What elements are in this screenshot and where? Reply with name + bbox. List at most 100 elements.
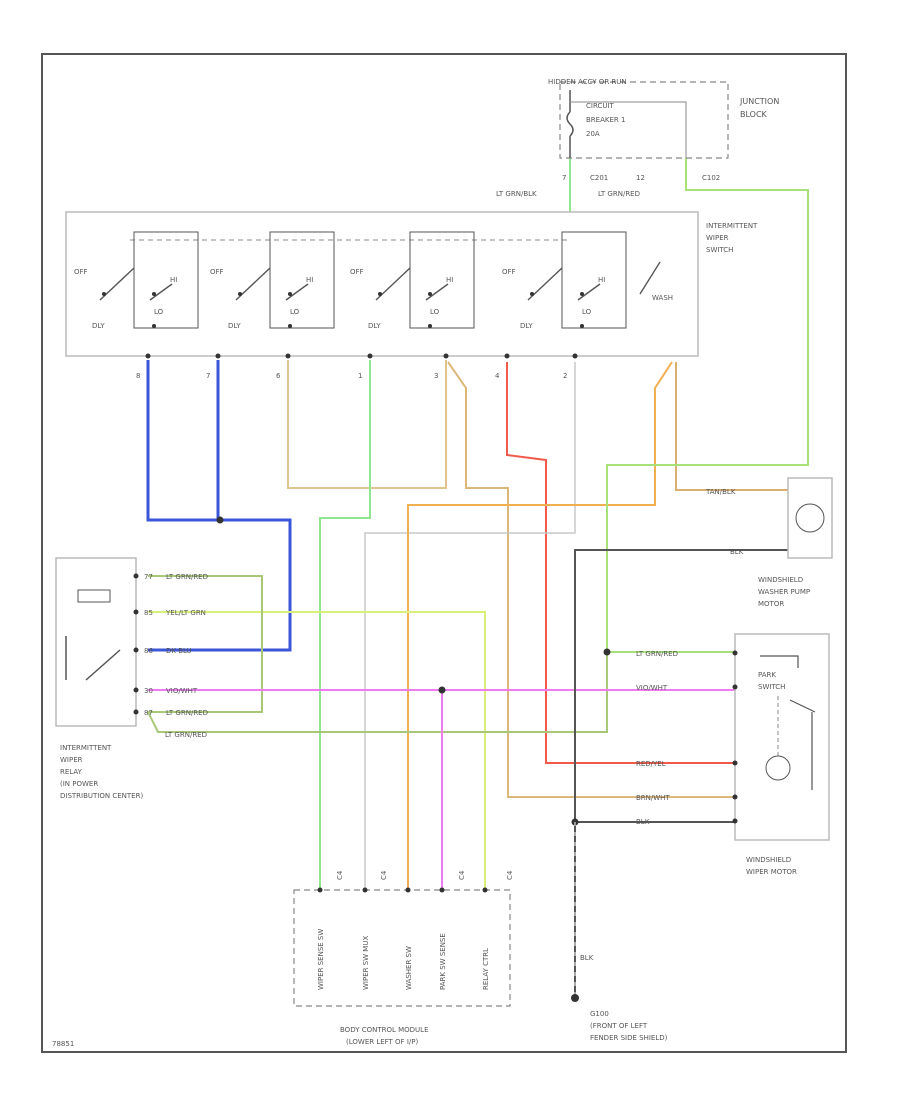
relay-wire-color: VIO/WHT <box>166 687 198 695</box>
washer-wire-bottom: BLK <box>730 548 744 556</box>
switch-pole-label: OFF <box>350 268 364 276</box>
washer-motor-box <box>787 477 833 559</box>
relay-coil <box>77 589 111 603</box>
bcm-label-2: (LOWER LEFT OF I/P) <box>346 1038 418 1046</box>
bcm-pin <box>317 887 323 893</box>
switch-pin-number: 1 <box>358 372 362 380</box>
wiper-wire-color: BLK <box>636 818 650 826</box>
wiper-label-2: WIPER MOTOR <box>746 868 797 876</box>
bcm-pin <box>362 887 368 893</box>
switch-terminal <box>378 292 382 296</box>
switch-pole-label: DLY <box>92 322 105 330</box>
breaker-label-1: CIRCUIT <box>586 102 615 110</box>
wiper-wire-color: RED/YEL <box>636 760 666 768</box>
switch-pole-label: HI <box>170 276 177 284</box>
ground-label-2: (FRONT OF LEFT <box>590 1022 648 1030</box>
switch-pole-label: HI <box>598 276 605 284</box>
switch-terminal <box>238 292 242 296</box>
switch-pin <box>367 353 373 359</box>
switch-pin <box>504 353 510 359</box>
relay-pin-number: 85 <box>144 609 153 617</box>
switch-pole-label: HI <box>446 276 453 284</box>
splice-pink <box>438 686 446 694</box>
switch-pin <box>443 353 449 359</box>
washer-motor-symbol <box>795 503 825 533</box>
park-switch-label: PARK <box>758 671 776 679</box>
switch-terminal <box>428 292 432 296</box>
washer-wire-top: TAN/BLK <box>705 488 736 496</box>
relay-pin-number: 86 <box>144 647 153 655</box>
relay-pin <box>133 709 139 715</box>
switch-pole-label: HI <box>306 276 313 284</box>
switch-label-1: INTERMITTENT <box>706 222 758 230</box>
park-switch-label-2: SWITCH <box>758 683 785 691</box>
relay-pin <box>133 687 139 693</box>
switch-terminal <box>428 324 432 328</box>
junction-wire-left: LT GRN/BLK <box>496 190 537 198</box>
wire-blk-washer <box>574 549 790 1000</box>
bcm-pin-label: WASHER SW <box>405 946 413 990</box>
washer-label-2: WASHER PUMP <box>758 588 810 596</box>
relay-pin <box>133 573 139 579</box>
bcm-connector-label: C4 <box>336 870 344 880</box>
switch-pin-number: 3 <box>434 372 438 380</box>
relay-pin-number: 77 <box>144 573 153 581</box>
relay-wire-color: DK BLU <box>166 647 192 655</box>
switch-pole-label: LO <box>154 308 164 316</box>
switch-terminal <box>152 324 156 328</box>
switch-section-outline <box>269 231 335 329</box>
switch-section-outline <box>561 231 627 329</box>
bcm-box <box>293 889 511 1007</box>
bcm-pin <box>482 887 488 893</box>
relay-label-5: DISTRIBUTION CENTER) <box>60 792 143 800</box>
wiper-pin <box>732 760 738 766</box>
switch-pin-number: 2 <box>563 372 567 380</box>
relay-pin <box>133 609 139 615</box>
ground-label-3: FENDER SIDE SHIELD) <box>590 1034 668 1042</box>
switch-pin <box>215 353 221 359</box>
ground-point <box>571 994 579 1002</box>
relay-box <box>55 557 137 727</box>
switch-terminal <box>102 292 106 296</box>
washer-label-3: MOTOR <box>758 600 784 608</box>
wiper-pin <box>732 794 738 800</box>
splice-blue <box>216 516 224 524</box>
relay-label-4: (IN POWER <box>60 780 98 788</box>
figure-id: 78851 <box>52 1040 74 1048</box>
c201-pin-right: 12 <box>636 174 645 182</box>
bcm-pin-label: WIPER SW MUX <box>362 936 370 990</box>
bcm-connector-label: C4 <box>506 870 514 880</box>
switch-pole-label: OFF <box>210 268 224 276</box>
relay-wire-color: LT GRN/RED <box>166 573 208 581</box>
bcm-pin <box>439 887 445 893</box>
wire-red-4 <box>506 362 735 764</box>
switch-pole-label: DLY <box>520 322 533 330</box>
switch-pole-label: WASH <box>652 294 673 302</box>
wiper-motor-symbol <box>765 755 791 781</box>
feed-line <box>570 101 687 158</box>
junction-feed-label: HIDDEN ACCY OR RUN <box>548 78 627 86</box>
switch-pole-label: DLY <box>368 322 381 330</box>
wire-tan-6 <box>287 360 447 489</box>
breaker-label-3: 20A <box>586 130 600 138</box>
wire-orange-wash <box>407 361 673 890</box>
switch-pin-number: 4 <box>495 372 500 380</box>
bcm-pin-label: PARK SW SENSE <box>439 933 447 990</box>
breaker-symbol <box>566 90 574 158</box>
wiper-pin <box>732 684 738 690</box>
switch-terminal <box>288 324 292 328</box>
junction-block-label: JUNCTION <box>739 97 779 106</box>
wiper-pin <box>732 650 738 656</box>
switch-pin <box>285 353 291 359</box>
c102-label: C102 <box>702 174 720 182</box>
junction-block-label-2: BLOCK <box>740 110 768 119</box>
wire-tan-blk <box>675 362 790 491</box>
switch-label-2: WIPER <box>706 234 729 242</box>
